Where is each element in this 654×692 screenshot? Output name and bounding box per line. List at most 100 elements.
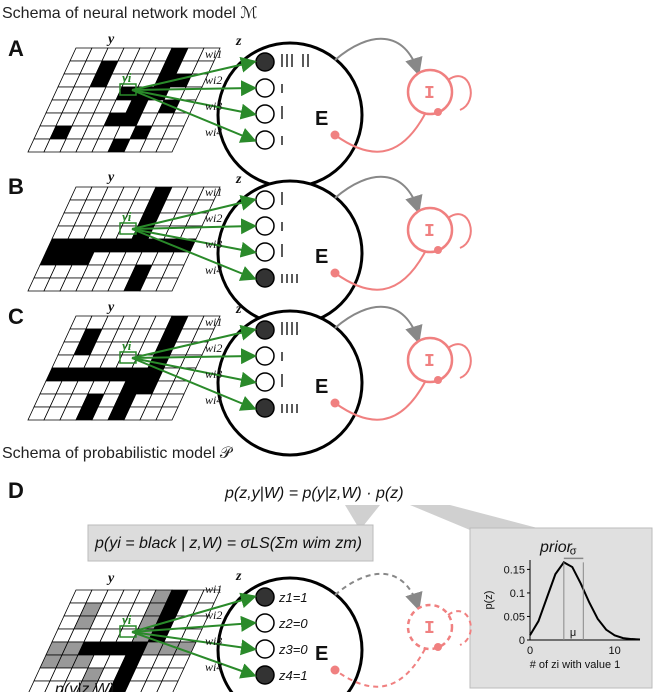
- weight-label-2: wi2: [205, 211, 222, 225]
- weight-label-1: wi1: [205, 185, 222, 199]
- weight-label-1: wi1: [205, 315, 222, 329]
- excitatory-label: E: [315, 376, 328, 398]
- z-value-3: z3=0: [278, 642, 308, 657]
- inhibitory-synapse: [330, 398, 340, 408]
- yi-label: yi: [120, 209, 132, 224]
- z-neuron-4: [255, 398, 275, 418]
- weight-label-1: wi1: [205, 47, 222, 61]
- z-label: z: [235, 302, 242, 317]
- prior-x-tick-label: 0: [527, 645, 533, 657]
- excitatory-to-inhibitory-arrow: [334, 572, 423, 611]
- main-equation: p(z,y|W) = p(y|z,W) · p(z): [224, 485, 404, 502]
- weight-label-d-2: wi2: [205, 608, 222, 622]
- z-neuron-4: [255, 268, 275, 288]
- y-label: y: [106, 32, 115, 47]
- weight-label-4: wi4: [205, 263, 222, 277]
- excitatory-label: E: [315, 108, 328, 130]
- callout-pointer-likelihood: [345, 505, 380, 530]
- panel-label-a: A: [8, 36, 24, 61]
- weight-arrow-2: [131, 348, 257, 365]
- inhibitory-to-excitatory: [334, 648, 426, 688]
- weight-arrow-1: [131, 56, 257, 91]
- likelihood-equation: p(yi = black | z,W) = σLS(Σm wim zm): [94, 535, 362, 552]
- inhibitory-label: I: [424, 84, 435, 104]
- grid-d-cell: [92, 680, 115, 692]
- z-neuron-4: [255, 130, 275, 150]
- weight-arrow-4: [131, 89, 257, 143]
- z-neuron-1: [255, 52, 275, 72]
- title-neural-network: Schema of neural network model ℳ: [2, 5, 257, 22]
- inhibitory-circle: [406, 68, 454, 116]
- inhibitory-label: I: [424, 352, 435, 372]
- inhibitory-self-synapse: [434, 246, 442, 254]
- z-neuron-4: [255, 665, 275, 685]
- inhibitory-self-synapse: [434, 376, 442, 384]
- excitatory-to-inhibitory-arrow: [334, 37, 423, 76]
- inhibitory-self-loop: [447, 610, 472, 646]
- prior-y-label: p(z): [483, 591, 495, 610]
- z-neuron-3: [255, 639, 275, 659]
- z-neuron-2: [255, 613, 275, 633]
- weight-label-3: wi3: [205, 237, 222, 251]
- inhibitory-circle: [406, 336, 454, 384]
- inhibitory-synapse: [330, 130, 340, 140]
- grid-d-cell: [60, 680, 83, 692]
- z-neuron-1: [255, 320, 275, 340]
- z-neuron-2: [255, 78, 275, 98]
- grid-d-cell: [28, 680, 51, 692]
- weight-arrow-d-4: [131, 631, 257, 679]
- inhibitory-to-excitatory: [334, 381, 426, 421]
- weight-arrow-d-2: [131, 615, 257, 633]
- inhibitory-to-excitatory: [334, 113, 426, 153]
- grid-cell: [155, 277, 179, 292]
- weight-label-3: wi3: [205, 99, 222, 113]
- grid-d-cell: [44, 680, 67, 692]
- grid-cell: [155, 406, 179, 421]
- likelihood-box: [87, 524, 374, 562]
- inhibitory-self-loop: [447, 343, 472, 379]
- weight-arrow-3: [131, 228, 257, 258]
- excitatory-circle: [216, 309, 364, 457]
- excitatory-label: E: [315, 246, 328, 268]
- z-neuron-1: [255, 190, 275, 210]
- grid-d-cell: [108, 680, 131, 692]
- excitatory-to-inhibitory-arrow: [334, 175, 423, 214]
- prior-y-tick-label: 0.15: [504, 564, 525, 576]
- weight-arrow-1: [131, 324, 257, 359]
- weight-label-3: wi3: [205, 367, 222, 381]
- weight-arrow-4: [131, 357, 257, 411]
- weight-arrow-2: [131, 80, 257, 97]
- z-value-4: z4=1: [278, 668, 308, 683]
- z-neuron-3: [255, 372, 275, 392]
- weight-arrow-3: [131, 357, 257, 388]
- z-neuron-3: [255, 104, 275, 124]
- weight-label-d-4: wi4: [205, 660, 222, 674]
- prior-sigma-label: σ: [570, 545, 577, 557]
- y-label: y: [106, 170, 115, 185]
- prior-x-label: # of zi with value 1: [530, 659, 621, 671]
- prior-box: [469, 527, 653, 689]
- weight-label-d-3: wi3: [205, 634, 222, 648]
- prior-x-tick-label: 10: [608, 645, 620, 657]
- weight-arrow-3: [131, 89, 257, 120]
- yi-label: yi: [120, 70, 132, 85]
- z-neuron-2: [255, 346, 275, 366]
- z-value-2: z2=0: [278, 616, 308, 631]
- weight-arrow-1: [131, 195, 257, 230]
- yi-label-d: yi: [120, 612, 132, 627]
- z-label: z: [235, 569, 242, 584]
- excitatory-to-inhibitory-arrow: [334, 305, 423, 344]
- inhibitory-self-synapse: [434, 108, 442, 116]
- prior-curve: [529, 561, 641, 641]
- title-probabilistic-model: Schema of probabilistic model 𝒫: [2, 445, 234, 462]
- weight-label-4: wi4: [205, 393, 222, 407]
- inhibitory-to-excitatory: [334, 251, 426, 291]
- z-neuron-3: [255, 242, 275, 262]
- panel-label-c: C: [8, 304, 24, 329]
- prior-title: prior: [539, 539, 573, 556]
- weight-label-2: wi2: [205, 341, 222, 355]
- weight-arrow-d-1: [131, 592, 257, 633]
- callout-pointer-prior: [410, 505, 545, 530]
- grid-d-cell: [156, 680, 179, 692]
- excitatory-label: E: [315, 643, 328, 665]
